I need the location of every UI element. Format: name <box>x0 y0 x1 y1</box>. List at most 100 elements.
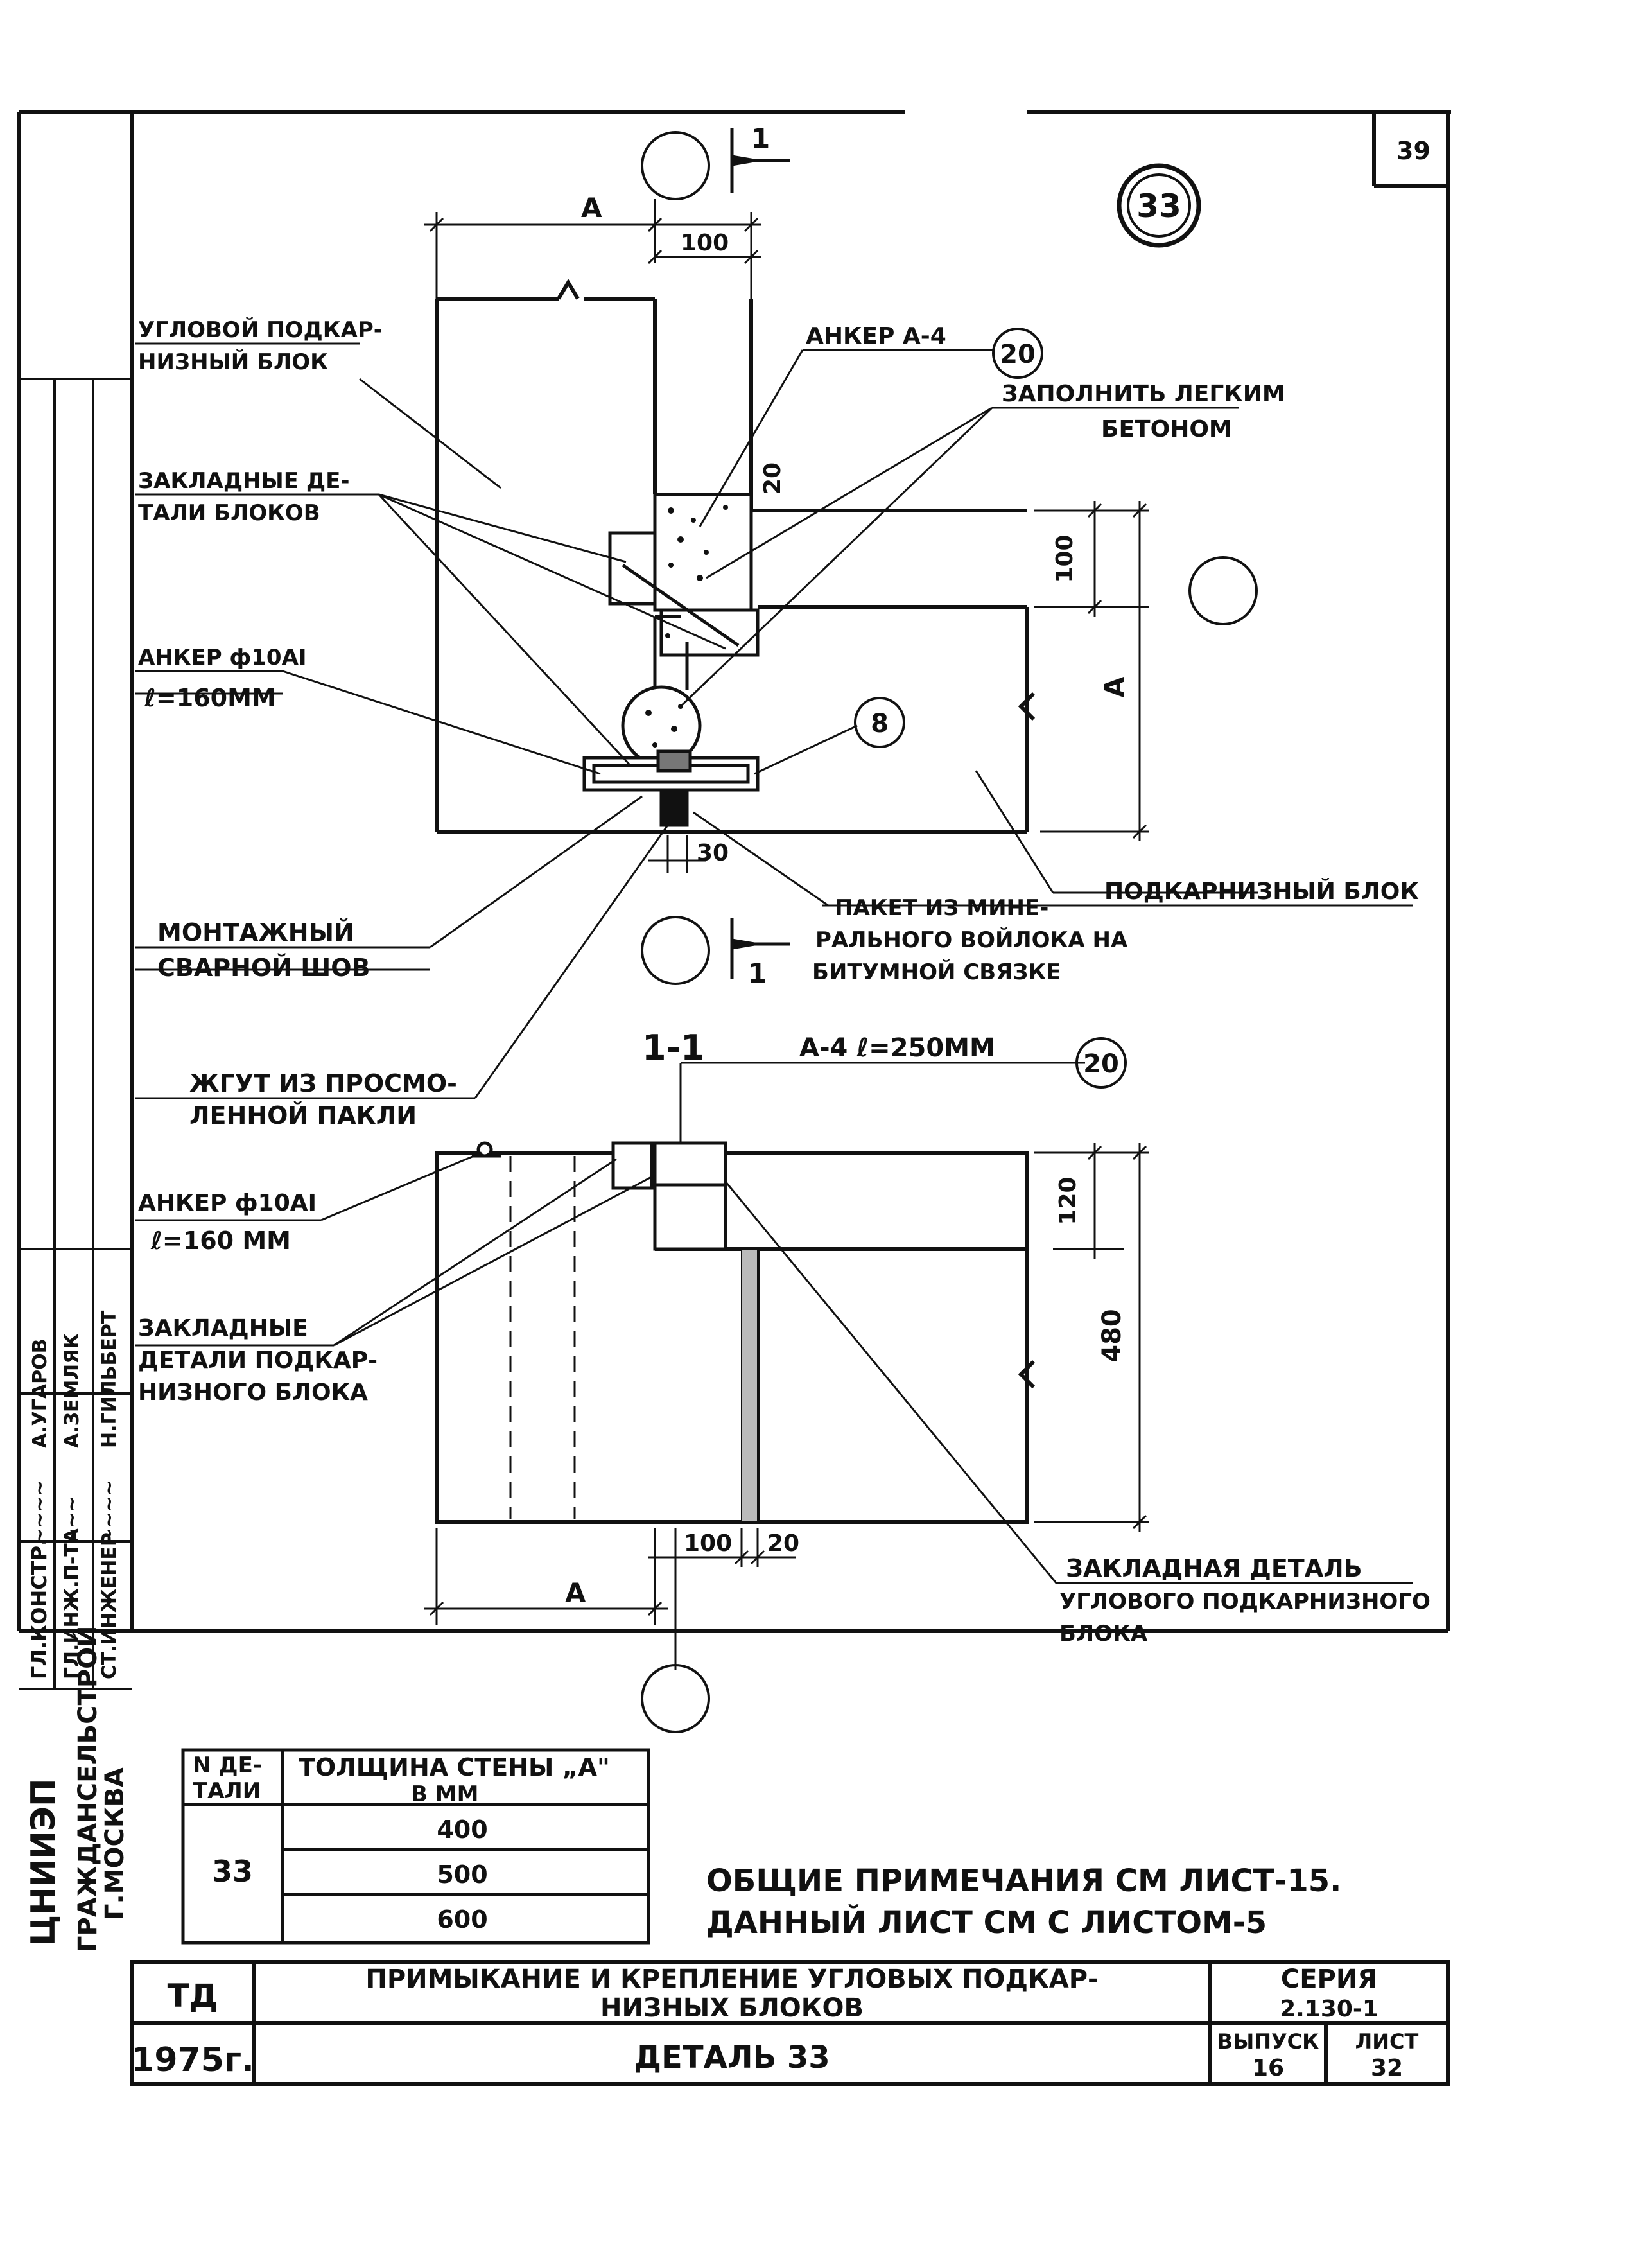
eaves-block-outline <box>751 509 1036 832</box>
stamp-name-1: А.УГАРОВ <box>29 1339 51 1448</box>
dim-20: 20 <box>760 462 786 494</box>
detail-marker: 33 <box>1117 163 1201 248</box>
title-code: ТД <box>168 1977 218 2015</box>
section-dim-480: 480 <box>1097 1309 1127 1363</box>
table-header-col2-1: ТОЛЩИНА СТЕНЫ „А" <box>299 1753 610 1781</box>
label-fill-concrete-1: ЗАПОЛНИТЬ ЛЕГКИМ <box>1002 381 1285 407</box>
table-thickness-600: 600 <box>437 1905 487 1934</box>
title-year: 1975г. <box>131 2041 254 2079</box>
table-thickness-500: 500 <box>437 1860 487 1889</box>
section-anchor-label-2: ℓ=160 ММ <box>150 1227 291 1255</box>
dim-A-right: A <box>1099 676 1130 697</box>
section-hidden-lines <box>509 1156 576 1519</box>
section-callout-20-circle <box>1075 1037 1127 1089</box>
stamp-org: ЦНИИЭП <box>24 1779 63 1946</box>
label-felt-pack-3: БИТУМНОЙ СВЯЗКЕ <box>812 959 1061 985</box>
label-corner-block-2: НИЗНЫЙ БЛОК <box>138 349 328 375</box>
table-header-col1-1: N ДЕ- <box>193 1753 262 1778</box>
label-anchor-a4: АНКЕР А-4 <box>806 323 946 349</box>
section-mark-top-label: 1 <box>751 123 770 154</box>
section-dim-A: A <box>565 1577 586 1609</box>
axis-circle-top <box>641 131 710 200</box>
section-corner-embedded-3: БЛОКА <box>1059 1621 1148 1647</box>
section-title: 1-1 <box>642 1028 705 1068</box>
table-thickness-400: 400 <box>437 1815 487 1844</box>
section-embedded-label-1: ЗАКЛАДНЫЕ <box>138 1315 308 1342</box>
table-header-col2-2: В ММ <box>411 1781 478 1807</box>
label-felt-pack-1: ПАКЕТ ИЗ МИНЕ- <box>835 895 1048 921</box>
section-outline <box>435 1151 1036 1524</box>
stamp-role-1: ГЛ.КОНСТР. <box>27 1538 51 1679</box>
callout-8: 8 <box>871 709 889 739</box>
label-embedded-1: ЗАКЛАДНЫЕ ДЕ- <box>138 468 349 494</box>
page-number: 39 <box>1396 137 1430 165</box>
title-block: ТД ПРИМЫКАНИЕ И КРЕПЛЕНИЕ УГЛОВЫХ ПОДКАР… <box>130 1960 1450 2086</box>
stamp-name-2: А.ЗЕМЛЯК <box>61 1333 83 1448</box>
stamp-org-sub: ГРАЖДАНСЕЛЬСТРОЙ <box>72 1625 103 1952</box>
side-stamp: ГЛ.КОНСТР. ~~~~ А.УГАРОВ ГЛ.ИНЖ.П-ТА ~~~… <box>19 378 132 1952</box>
label-tow-2: ЛЕННОЙ ПАКЛИ <box>189 1101 417 1130</box>
axis-circle-bottom <box>641 916 710 985</box>
title-line-1: ПРИМЫКАНИЕ И КРЕПЛЕНИЕ УГЛОВЫХ ПОДКАР- <box>365 1964 1098 1994</box>
section-corner-embedded-2: УГЛОВОГО ПОДКАРНИЗНОГО <box>1059 1589 1430 1614</box>
label-eaves-block: ПОДКАРНИЗНЫЙ БЛОК <box>1104 878 1419 905</box>
label-fill-concrete-2: БЕТОНОМ <box>1101 416 1232 442</box>
section-dim-120: 120 <box>1055 1176 1081 1225</box>
section-leaders <box>135 1151 1413 1584</box>
label-embedded-2: ТАЛИ БЛОКОВ <box>138 500 320 526</box>
plan-leaders <box>135 342 1258 1099</box>
callout-8-circle <box>854 697 905 748</box>
thickness-table: N ДЕ- ТАЛИ ТОЛЩИНА СТЕНЫ „А" В ММ 33 400… <box>181 1748 650 1945</box>
label-tow-1: ЖГУТ ИЗ ПРОСМО- <box>189 1069 457 1098</box>
stamp-name-3: Н.ГИЛЬБЕРТ <box>98 1310 121 1448</box>
issue-value: 16 <box>1252 2055 1284 2081</box>
section-mark-bottom <box>730 918 790 979</box>
section-dim-100: 100 <box>684 1530 732 1557</box>
section-embedded-label-3: НИЗНОГО БЛОКА <box>138 1379 368 1406</box>
note-1: ОБЩИЕ ПРИМЕЧАНИЯ СМ ЛИСТ-15. <box>706 1863 1341 1899</box>
issue-label: ВЫПУСК <box>1217 2029 1319 2054</box>
sheet-value: 32 <box>1371 2055 1403 2081</box>
label-welded-seam-2: СВАРНОЙ ШОВ <box>157 954 370 982</box>
stamp-signature-3: ~~~~ <box>98 1480 121 1544</box>
section-embedded-parts <box>472 1141 727 1251</box>
dim-30: 30 <box>697 840 729 866</box>
series-label: СЕРИЯ <box>1281 1964 1377 1994</box>
dim-100-right: 100 <box>1052 534 1078 582</box>
section-joint-filler <box>741 1248 758 1523</box>
dim-100-top: 100 <box>681 230 729 256</box>
section-embedded-label-2: ДЕТАЛИ ПОДКАР- <box>138 1347 378 1374</box>
sheet-label: ЛИСТ <box>1355 2029 1419 2054</box>
section-dim-20: 20 <box>767 1530 799 1557</box>
corner-block-outline <box>435 279 1027 834</box>
label-welded-seam-1: МОНТАЖНЫЙ <box>157 918 354 947</box>
section-view: 1-1 А-4 ℓ=250ММ 20 <box>135 1028 1430 1733</box>
table-header-col1-2: ТАЛИ <box>193 1778 261 1804</box>
stamp-signature-2: ~~~ <box>61 1496 83 1544</box>
label-anchor-plan-1: АНКЕР ф10АI <box>138 645 307 670</box>
stamp-city: Г.МОСКВА <box>100 1767 130 1920</box>
joint-detail <box>582 493 760 827</box>
section-mark-top <box>730 128 790 193</box>
title-detail: ДЕТАЛЬ 33 <box>634 2040 830 2076</box>
dim-A-top: A <box>581 192 602 223</box>
label-corner-block-1: УГЛОВОЙ ПОДКАР- <box>138 317 383 343</box>
table-detail-number: 33 <box>212 1854 253 1889</box>
stamp-role-2: ГЛ.ИНЖ.П-ТА <box>61 1528 83 1679</box>
title-line-2: НИЗНЫХ БЛОКОВ <box>600 1993 864 2023</box>
sheet-frame <box>17 110 1451 1633</box>
section-mark-bottom-label: 1 <box>748 958 767 989</box>
section-anchor-label-1: АНКЕР ф10АI <box>138 1190 317 1216</box>
plan-view: 1 1 A 100 <box>135 123 1419 1130</box>
axis-circle-right <box>1188 556 1258 625</box>
callout-20: 20 <box>1000 340 1036 369</box>
stamp-signature-1: ~~~~ <box>29 1480 51 1544</box>
section-callout-20: 20 <box>1083 1049 1119 1079</box>
section-anchor-note: А-4 ℓ=250ММ <box>799 1033 995 1063</box>
label-felt-pack-2: РАЛЬНОГО ВОЙЛОКА НА <box>815 927 1128 953</box>
callout-20-circle <box>992 328 1043 379</box>
detail-number: 33 <box>1136 188 1181 225</box>
stamp-role-3: СТ.ИНЖЕНЕР <box>98 1532 121 1679</box>
axis-circle-section <box>641 1664 710 1733</box>
